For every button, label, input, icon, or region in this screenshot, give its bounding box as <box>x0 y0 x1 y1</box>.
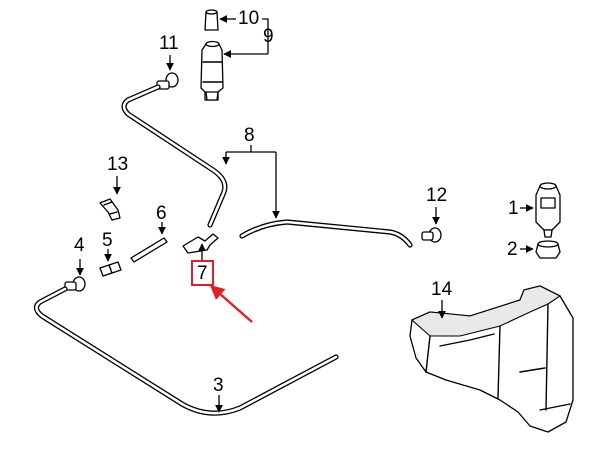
callout-8: 8 <box>244 125 255 146</box>
callout-4: 4 <box>74 235 85 256</box>
part-6-tube <box>130 222 168 263</box>
callout-9: 9 <box>263 26 274 47</box>
callout-10: 10 <box>238 8 260 29</box>
part-9-washer-pump <box>200 18 269 101</box>
highlight-arrow <box>209 285 253 323</box>
part-13-elbow <box>99 176 121 221</box>
part-2-grommet <box>520 240 561 259</box>
part-8-hose <box>121 84 413 248</box>
callout-6: 6 <box>156 203 167 224</box>
callout-12: 12 <box>426 185 448 206</box>
callout-2: 2 <box>507 239 518 260</box>
callout-14: 14 <box>431 279 453 300</box>
part-14-reservoir <box>409 285 574 433</box>
callout-3: 3 <box>213 375 224 396</box>
part-7-connector <box>182 233 219 260</box>
part-10-cap <box>204 9 236 31</box>
part-1-pump-motor <box>520 182 561 238</box>
part-4-connector <box>64 259 86 292</box>
part-11-connector <box>156 55 179 90</box>
highlight-box-7 <box>191 260 214 286</box>
callout-11: 11 <box>159 33 179 54</box>
part-12-connector <box>421 207 442 243</box>
callout-7: 7 <box>197 263 208 284</box>
part-3-hose <box>33 286 339 416</box>
callout-13: 13 <box>107 154 129 175</box>
part-5-connector <box>99 249 122 277</box>
callout-1: 1 <box>508 198 519 219</box>
callout-5: 5 <box>102 230 113 251</box>
